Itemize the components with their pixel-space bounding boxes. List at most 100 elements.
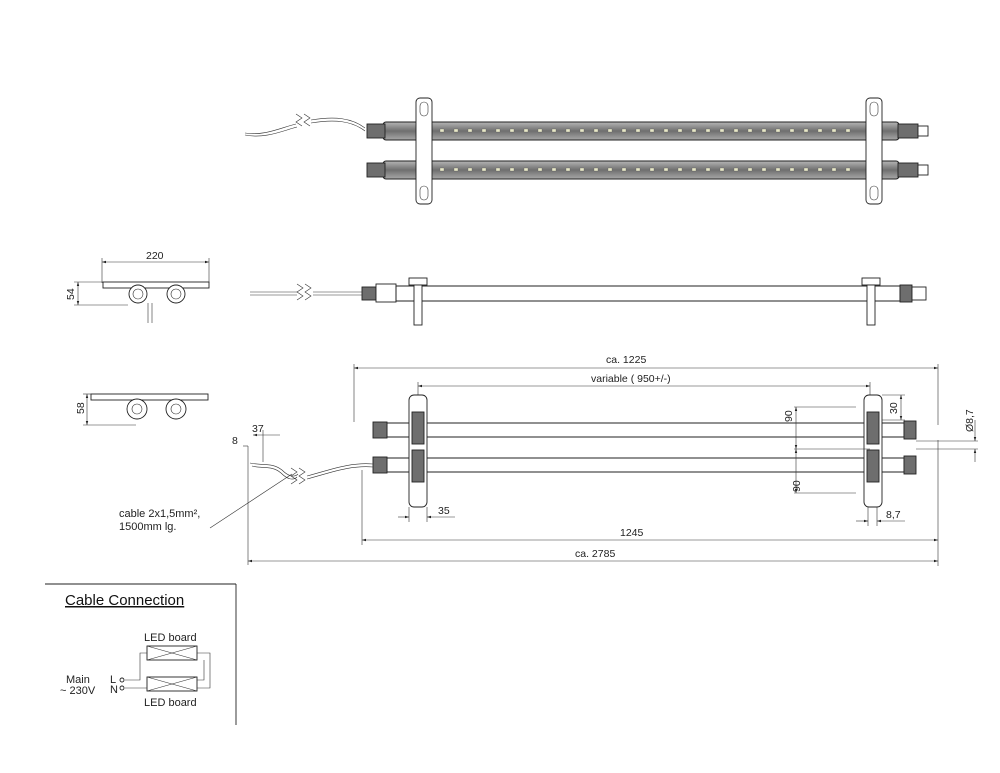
led-dot (593, 167, 599, 172)
cable-spec-line2: 1500mm lg. (119, 521, 176, 533)
bracket-plate-lower (90, 393, 209, 401)
led-dot (747, 128, 753, 133)
led-dot (691, 128, 697, 133)
led-dot (453, 128, 459, 133)
led-dot (509, 128, 515, 133)
led-dot (803, 128, 809, 133)
led-dot (523, 128, 529, 133)
led-dot (551, 128, 557, 133)
end-gland-left-2 (366, 162, 386, 178)
tube-section-2 (166, 284, 186, 304)
bracket-side-right (866, 284, 876, 326)
tube-section-1 (128, 284, 148, 304)
led-dot (523, 167, 529, 172)
led-board-top-label: LED board (144, 632, 197, 644)
led-dot (705, 167, 711, 172)
mains-label-2: ~ 230V (60, 685, 96, 697)
led-dot (621, 167, 627, 172)
led-dot (467, 128, 473, 133)
dim-220: 220 (146, 250, 164, 262)
led-dot (453, 167, 459, 172)
led-dot (817, 128, 823, 133)
led-dot (733, 128, 739, 133)
led-dot (845, 167, 851, 172)
led-dot (761, 128, 767, 133)
led-dot (481, 167, 487, 172)
led-dot (677, 167, 683, 172)
bracket-plate-upper (102, 281, 210, 289)
led-dot (579, 128, 585, 133)
led-dot (817, 167, 823, 172)
led-dot (761, 167, 767, 172)
cable-main (249, 462, 299, 477)
dim-35: 35 (438, 505, 450, 517)
led-dot (565, 167, 571, 172)
dim-1245: 1245 (620, 527, 644, 539)
led-dot (467, 167, 473, 172)
dim-54: 54 (65, 288, 77, 300)
led-dot (803, 167, 809, 172)
mains-label-1: Main (66, 674, 90, 686)
led-dot (691, 167, 697, 172)
tube-main-1 (386, 422, 905, 438)
dim-diameter: Ø8,7 (964, 409, 976, 432)
led-dot (607, 128, 613, 133)
dim-variable: variable ( 950+/-) (591, 373, 671, 385)
cable-break-left (244, 123, 297, 134)
led-dot (663, 167, 669, 172)
led-dot (831, 167, 837, 172)
dim-ca-1225: ca. 1225 (606, 354, 646, 366)
mounting-bracket-right (865, 97, 883, 205)
dim-58: 58 (75, 402, 87, 414)
led-dot (439, 128, 445, 133)
dim-30: 30 (888, 402, 900, 414)
end-view-upper: 220 54 (65, 250, 210, 323)
led-dot (565, 128, 571, 133)
end-gland-right-2 (897, 162, 919, 178)
cable-connection-title: Cable Connection (65, 592, 184, 609)
end-gland-right-1 (897, 123, 919, 139)
dim-90-bottom: 90 (791, 480, 803, 492)
led-dot (831, 128, 837, 133)
terminal-l: L (110, 674, 116, 686)
led-dots (439, 128, 851, 172)
led-dot (845, 128, 851, 133)
top-view-rendered (244, 97, 929, 205)
led-dot (789, 128, 795, 133)
led-dot (537, 167, 543, 172)
led-dot (537, 128, 543, 133)
led-dot (495, 167, 501, 172)
tube-side (395, 285, 901, 302)
main-dimensioned-view: ca. 1225 variable ( 950+/-) 8 37 (119, 354, 978, 566)
led-dot (495, 128, 501, 133)
led-dot (439, 167, 445, 172)
cable-spec-line1: cable 2x1,5mm², (119, 508, 200, 520)
led-dot (621, 128, 627, 133)
side-view-long (250, 277, 927, 326)
led-dot (649, 167, 655, 172)
bracket-side-left (413, 284, 423, 326)
dim-ca-2785: ca. 2785 (575, 548, 615, 560)
dim-8: 8 (232, 435, 238, 447)
led-dot (579, 167, 585, 172)
dim-8-7: 8,7 (886, 509, 901, 521)
led-dot (747, 167, 753, 172)
led-dot (775, 128, 781, 133)
led-dot (635, 128, 641, 133)
led-dot (677, 128, 683, 133)
cable-connection-panel: Cable Connection LED board LED board L N… (45, 583, 237, 725)
led-dot (551, 167, 557, 172)
led-dot (789, 167, 795, 172)
mounting-bracket-left (415, 97, 433, 205)
end-view-lower: 58 (75, 393, 209, 426)
led-dot (775, 167, 781, 172)
led-dot (635, 167, 641, 172)
tube-main-2 (386, 457, 905, 473)
led-dot (663, 128, 669, 133)
led-dot (481, 128, 487, 133)
led-board-bottom-label: LED board (144, 697, 197, 709)
break-symbol (295, 113, 303, 127)
led-dot (733, 167, 739, 172)
terminal-n: N (110, 684, 118, 696)
